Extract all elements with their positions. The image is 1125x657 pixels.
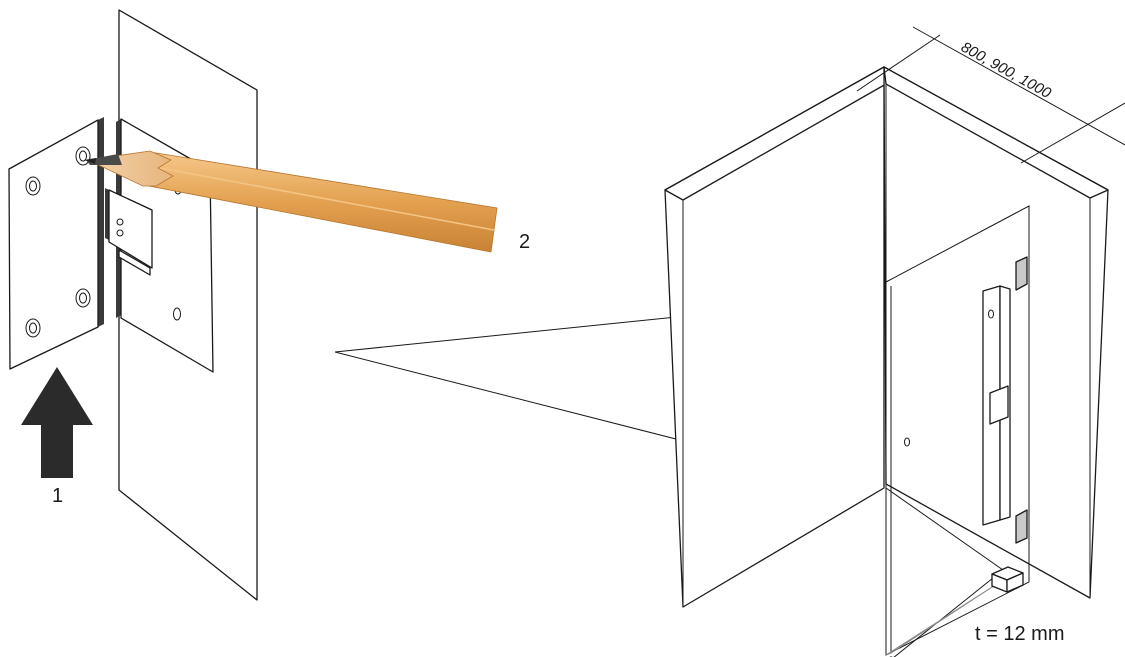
hinge-slot [118,249,151,276]
upper-door-hinge [1015,256,1028,291]
step-2-label: 2 [519,231,530,253]
handle-clamp [989,385,1009,425]
shower-enclosure: 800, 900, 1000 t = 12 mm [664,26,1125,657]
hinge-detail: 1 2 [8,9,530,601]
width-dimension [856,26,1125,164]
glass-hinge-leaf [8,119,99,370]
door-width-label: 800, 900, 1000 [958,39,1054,103]
glass-door-bottom [885,579,1004,656]
pin-block [108,189,153,269]
pin-block-edge [105,188,109,240]
floor-block-right [991,566,1024,593]
glass-leaf-screws [25,146,91,338]
door-knob-hole [904,437,910,447]
up-arrow-icon [21,367,93,478]
pin-hole-b [116,229,124,237]
wall-leaf-screw-bottom [173,307,181,321]
floor-lines [885,487,1004,657]
step-1-label: 1 [52,485,63,507]
pin-hole-a [116,218,124,226]
glass-leaf-edge [98,117,104,327]
handle-bar-hole [988,309,994,319]
glass-thickness-label: t = 12 mm [975,623,1064,645]
lower-door-hinge [1015,509,1028,544]
glass-door [885,205,1030,656]
pencil-icon [84,150,498,253]
